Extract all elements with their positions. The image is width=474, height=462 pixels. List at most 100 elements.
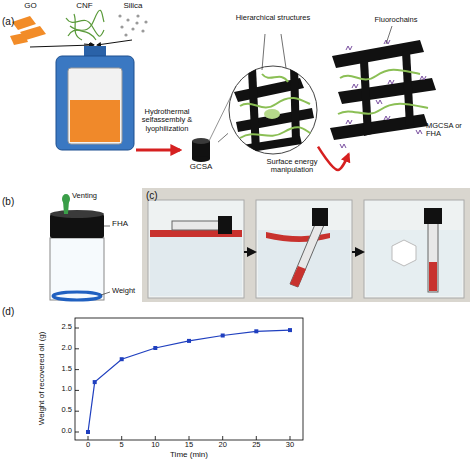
process-label: Hydrothermal selfassembly & lyophilizati… (134, 108, 200, 133)
test-tube (290, 222, 324, 287)
data-point (93, 380, 97, 384)
tick (75, 432, 79, 433)
cnf-fiber (262, 74, 288, 82)
leader-line (101, 292, 110, 295)
fha-top (50, 210, 104, 218)
reactor-vessel (68, 68, 122, 144)
leader-line (281, 34, 286, 68)
silica-dot (135, 21, 138, 24)
tick-label: 2.5 (50, 323, 72, 331)
data-point (153, 346, 157, 350)
fluorochain (352, 84, 358, 88)
fluorinated-structure (330, 40, 436, 148)
panel-letter: (d) (2, 306, 24, 317)
go-sheet (12, 16, 36, 30)
silica-dot (141, 29, 144, 32)
sample-name: MGCSA or FHA (426, 122, 468, 139)
panel-letter: (c) (146, 190, 168, 201)
data-point (86, 430, 90, 434)
tick-label: 10 (144, 441, 166, 449)
gcsa-cylinder (192, 138, 210, 162)
cylinder-top (192, 138, 210, 144)
feed-line (97, 40, 132, 45)
fha-block (424, 208, 442, 224)
fluorochains (340, 40, 426, 148)
axis-title: Weight of recovered oil (g) (38, 313, 47, 443)
part-label: Venting (72, 192, 112, 200)
weight-ring (53, 292, 101, 300)
fha-block (312, 208, 328, 226)
tick (290, 436, 291, 440)
x-ticks (88, 436, 290, 440)
zoom-view: Hierarchical structures (228, 14, 318, 174)
material-name: GO (8, 2, 53, 11)
connector (318, 147, 349, 170)
tick-label: 5 (111, 441, 133, 449)
sequence-arrow (352, 251, 363, 253)
data-point (254, 329, 258, 333)
silica-dot (144, 20, 147, 23)
go-sheet (10, 33, 28, 45)
silica-dot (136, 14, 139, 17)
aerogel-block: FHA (48, 210, 140, 240)
hierarchical-structure (229, 64, 317, 154)
tick-label: 25 (245, 441, 267, 449)
tick (222, 436, 223, 440)
tick (75, 390, 79, 391)
material-name: Silica (112, 2, 154, 11)
venting-bulb (62, 194, 70, 204)
tick (75, 411, 79, 412)
tick (75, 348, 79, 349)
plot-frame (75, 318, 303, 440)
beaker (256, 200, 352, 298)
tick (75, 328, 79, 329)
edge-label: Surface energy manipulation (250, 158, 334, 175)
connector (218, 133, 228, 142)
sample-name: GCSA (184, 163, 218, 172)
sequence-arrow (244, 251, 255, 253)
panel-letter: (a) (2, 16, 24, 27)
collected-oil (290, 266, 306, 287)
zoom-circle (229, 66, 317, 154)
cnf-fiber (240, 127, 312, 138)
tick-label: 0.5 (50, 406, 72, 414)
data-point (120, 357, 124, 361)
leader-line (262, 34, 265, 70)
cnf-fiber (338, 104, 428, 114)
fluorochain (346, 120, 352, 124)
material-icon: CNF (62, 2, 107, 44)
white-object (392, 240, 416, 266)
fluorochain (416, 130, 422, 134)
tick-label: 30 (279, 441, 301, 449)
tick (256, 436, 257, 440)
panel-letter: (b) (2, 196, 24, 207)
reactor-contents (70, 100, 120, 142)
structure-name: Fluorochains (366, 16, 426, 24)
graphene-sheet (402, 50, 414, 126)
fluorochain (376, 100, 382, 104)
graphene-sheet (338, 78, 436, 104)
test-tube (172, 221, 222, 230)
y-ticks (75, 328, 79, 432)
water (366, 230, 462, 296)
graphene-sheet (248, 68, 260, 152)
sample-name: FHA (112, 220, 140, 229)
test-setup (50, 194, 110, 300)
material-name: CNF (62, 2, 107, 11)
reactor-cap (84, 46, 106, 56)
aerogel-cylinder: GCSA (184, 136, 218, 178)
silica-dot (120, 25, 123, 28)
silica-dot (126, 18, 129, 21)
tick-label: 0 (77, 441, 99, 449)
axis-title: Time (min) (154, 451, 224, 460)
material-icon: GO (8, 2, 53, 47)
collected-oil (429, 262, 437, 291)
fha-block (218, 216, 232, 234)
data-line (88, 330, 290, 432)
cnf-fiber (240, 98, 310, 107)
feed-lines (30, 40, 132, 47)
cnf-fiber (70, 26, 96, 40)
material-icon: Silica (112, 2, 154, 40)
feed-line (84, 44, 94, 45)
